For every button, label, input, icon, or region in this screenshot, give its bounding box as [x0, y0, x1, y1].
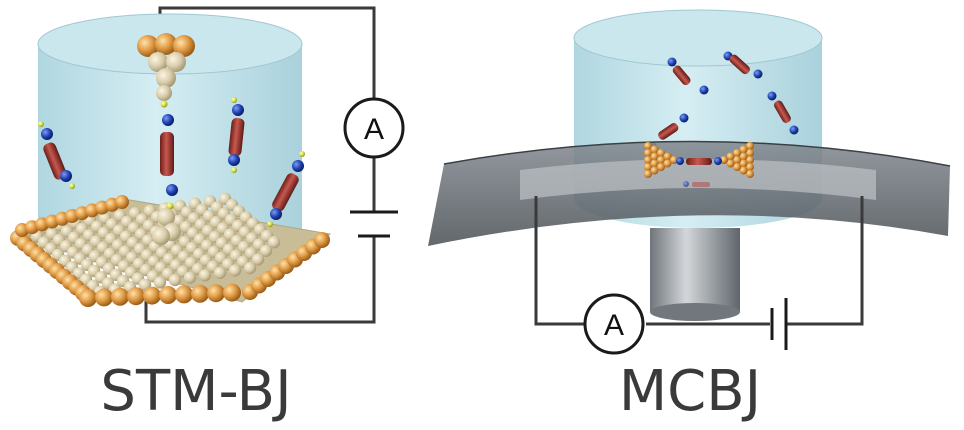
electrode-atom [657, 163, 665, 171]
ammeter-label-right: A [604, 309, 624, 342]
edge-atom [79, 289, 97, 307]
bridging-molecule [160, 100, 178, 210]
free-molecule [38, 121, 75, 189]
mcbj-circuit-wire [534, 196, 864, 326]
electrode-atom [739, 159, 748, 168]
electrode-atom [746, 149, 754, 157]
ammeter-label-left: A [364, 113, 384, 146]
electrode-atom [746, 156, 754, 164]
mcbj-panel: A MCBJ [428, 9, 951, 424]
electrode-atom [657, 149, 665, 157]
edge-atom [175, 285, 193, 304]
electrode-atom [650, 152, 659, 161]
electrode-atom [733, 149, 741, 157]
edge-atom [115, 195, 129, 209]
substrate-atom [228, 264, 242, 277]
substrate-atom [198, 269, 212, 282]
free-molecule [767, 91, 799, 135]
electrode-atom [663, 152, 672, 161]
electrode-atom [726, 152, 735, 161]
edge-atom [314, 232, 330, 248]
substrate-atom [259, 244, 273, 257]
electrode-atom [720, 156, 728, 164]
electrode-atom [733, 156, 741, 164]
free-molecule [267, 151, 305, 227]
caption-mcbj: MCBJ [619, 359, 761, 424]
ammeter-icon: A [583, 293, 645, 355]
edge-atom [143, 286, 161, 305]
substrate-atom [267, 236, 281, 249]
edge-atom [223, 283, 241, 302]
junction-left-electrode [644, 142, 678, 178]
caption-stm-bj: STM-BJ [100, 359, 291, 424]
substrate-atom [213, 266, 227, 279]
battery-icon [350, 210, 398, 238]
ammeter-icon: A [343, 97, 405, 159]
electrode-atom [644, 163, 652, 171]
edge-atom [95, 288, 113, 307]
free-molecule [228, 97, 245, 173]
electrode-atom [650, 145, 659, 154]
electrode-atom [739, 166, 748, 175]
electrode-atom [670, 156, 678, 164]
substrate-atoms [23, 192, 281, 299]
electrode-atom [746, 170, 754, 178]
pushrod [650, 228, 740, 321]
junction-right-electrode [720, 142, 754, 178]
electrode-atom [650, 166, 659, 175]
edge-atom [159, 286, 177, 304]
electrode-atom [739, 152, 748, 161]
electrode-atom [726, 159, 735, 168]
break-junction [644, 142, 754, 187]
edge-atom [111, 287, 129, 306]
substrate-adatom-pillar [152, 208, 181, 245]
battery-icon [770, 298, 788, 350]
electrode-atom [739, 145, 748, 154]
stm-bj-panel: A [10, 6, 405, 424]
electrode-atom [657, 156, 665, 164]
edge-atom [191, 284, 209, 303]
electrode-atom [644, 142, 652, 150]
edge-atom [127, 287, 145, 306]
gold-substrate [10, 192, 332, 307]
edge-atom [207, 284, 225, 303]
bending-beam [428, 140, 951, 246]
electrode-atom [746, 142, 754, 150]
electrode-atom [644, 170, 652, 178]
stm-tip [137, 33, 195, 101]
electrode-atom [650, 159, 659, 168]
free-molecule [723, 51, 763, 79]
electrode-atom [746, 163, 754, 171]
substrate-atom [183, 271, 197, 284]
free-molecule [667, 57, 709, 95]
substrate-edge-atoms [10, 195, 330, 307]
substrate-atom [168, 273, 182, 287]
electrode-atom [644, 149, 652, 157]
electrode-atom [733, 163, 741, 171]
substrate-atom [251, 253, 265, 266]
electrode-atom [644, 156, 652, 164]
substrate-atom [243, 261, 257, 275]
electrode-atom [663, 159, 672, 168]
substrate-atom [153, 276, 167, 289]
